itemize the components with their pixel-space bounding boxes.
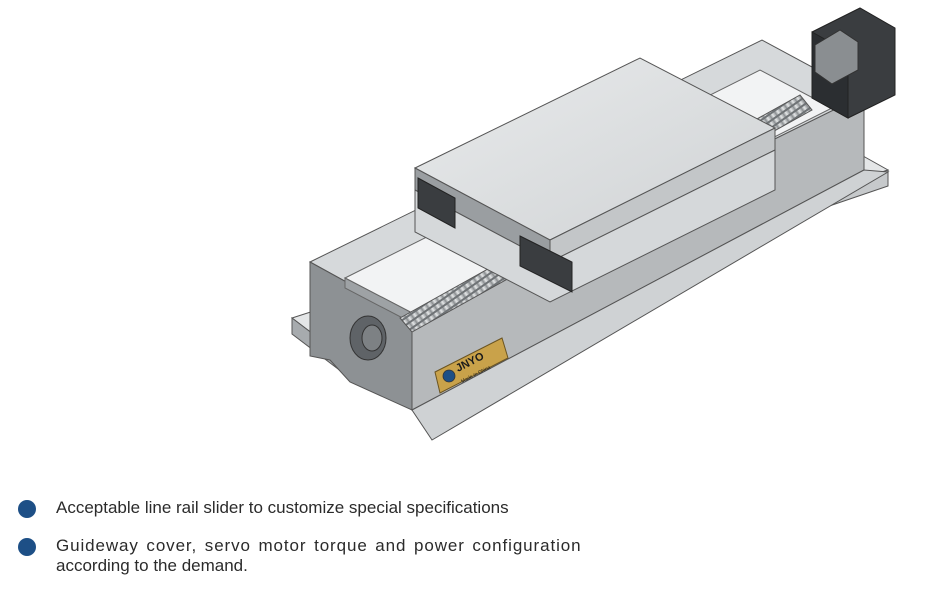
bullet-dot-icon [18,500,36,518]
linear-module-illustration: JNYO Made in China [290,7,896,441]
feature-text-line2: according to the demand. [56,556,248,575]
servo-motor [811,7,896,119]
carriage-blocks [417,177,573,293]
feature-list: Acceptable line rail slider to customize… [18,498,718,594]
bullet-dot-icon [18,538,36,556]
nameplate: JNYO Made in China [434,337,509,394]
feature-text: Acceptable line rail slider to customize… [56,498,509,517]
feature-item: Acceptable line rail slider to customize… [18,498,718,518]
feature-text-line1: Guideway cover, servo motor torque and p… [56,536,582,555]
feature-item: Guideway cover, servo motor torque and p… [18,536,718,576]
body-side-lower [411,169,890,441]
